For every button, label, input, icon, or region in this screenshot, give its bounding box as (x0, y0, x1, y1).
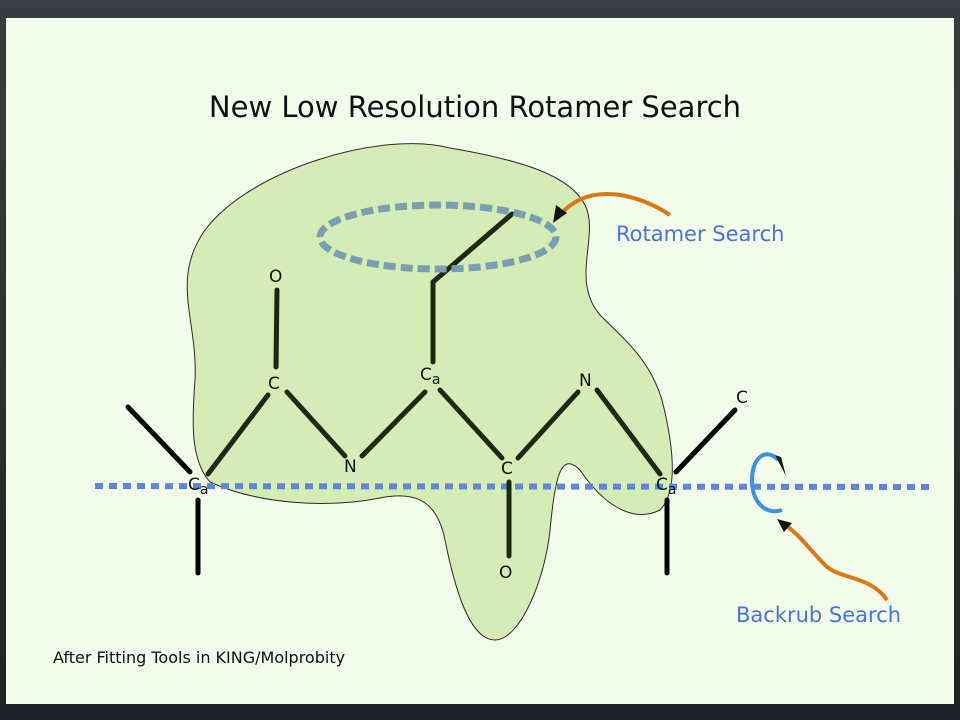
atom-ca-center: Ca (420, 365, 440, 388)
atom-c-mid: C (501, 459, 513, 479)
atom-c-right: C (736, 388, 748, 408)
atom-n-left: N (344, 457, 357, 477)
rotation-arrowhead-icon (775, 455, 786, 476)
rotamer-arrow (558, 192, 672, 217)
bond-n-ca-center (359, 389, 428, 459)
bond-right-up (673, 407, 738, 475)
fit-region-blob (186, 143, 673, 641)
atom-n-right: N (579, 371, 592, 391)
atom-o-bottom: O (499, 563, 512, 583)
rotamer-search-label: Rotamer Search (616, 222, 784, 246)
rotamer-arrowhead-icon (553, 205, 567, 223)
atom-ca-left: Ca (188, 475, 208, 498)
bond-c-o-top (273, 287, 280, 370)
slide-title: New Low Resolution Rotamer Search (208, 90, 742, 124)
footnote: After Fitting Tools in KING/Molprobity (53, 648, 346, 667)
atom-c-left: C (268, 374, 280, 394)
rotamer-ring (316, 201, 560, 273)
backrub-search-label: Backrub Search (736, 603, 901, 627)
bond-c-n (284, 389, 348, 459)
bond-c-n-right (515, 389, 581, 461)
bond-n-ca-right (594, 387, 663, 477)
backrub-arrow (782, 522, 889, 602)
bond-left-up (125, 404, 193, 475)
outer-bonds (125, 404, 738, 576)
bond-ca-center-c (437, 387, 505, 461)
backrub-arrowhead-icon (777, 519, 792, 532)
atom-o-top: O (269, 267, 282, 287)
backrub-rotation-icon (749, 452, 783, 514)
atom-ca-right: Ca (656, 475, 676, 498)
bond-ca-left-c (205, 392, 271, 477)
